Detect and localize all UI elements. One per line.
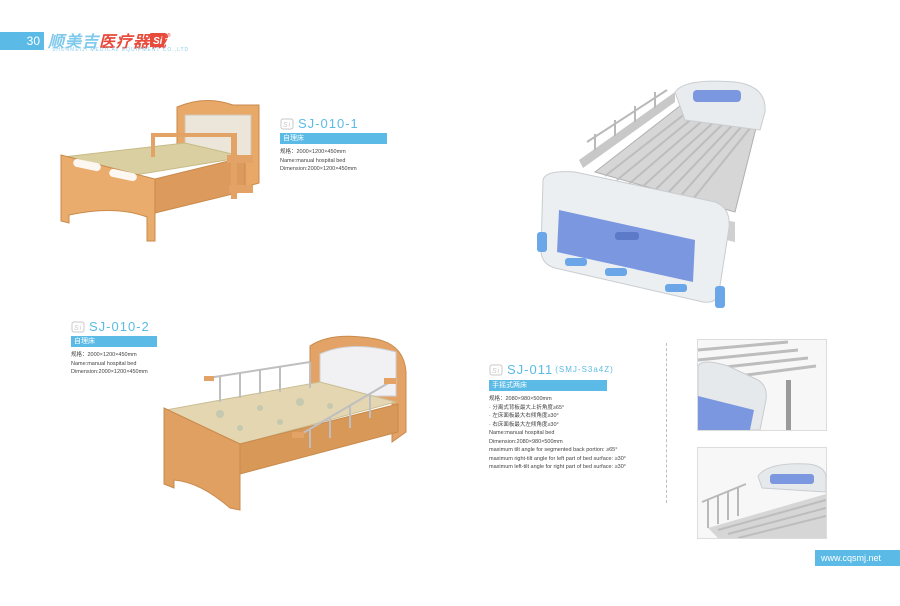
brand-name-primary: 顺美吉 xyxy=(48,34,100,51)
trademark-mark: ® xyxy=(167,32,171,39)
spec-line: Dimension:2000×1200×450mm xyxy=(71,369,148,375)
spec-block-sj-011: 规格：2080×980×500mm · 分离式背板最大上折角度≥65° · 左床… xyxy=(489,395,626,472)
spec-block-sj-010-2: 规格：2000×1200×450mm Name:manual hospital … xyxy=(71,351,148,377)
si-logo-icon: Si xyxy=(71,321,85,332)
svg-text:Si: Si xyxy=(74,325,82,332)
spec-line: Dimension:2000×1200×450mm xyxy=(280,166,357,172)
spec-line: 规格：2080×980×500mm xyxy=(489,396,552,402)
spec-line: 规格：2000×1200×450mm xyxy=(280,149,346,155)
logo-badge xyxy=(150,33,167,47)
spec-line: Name:manual hospital bed xyxy=(280,157,346,164)
spec-line: Name:manual hospital bed xyxy=(489,430,555,436)
product-code-label: SJ-010-1 xyxy=(298,116,359,131)
bed-image-sj-011 xyxy=(537,80,766,308)
product-code-sj-010-1: Si SJ-010-1 xyxy=(280,116,359,131)
product-name-bar: 自理床 xyxy=(71,336,157,347)
logo-text: Si xyxy=(153,36,163,47)
detail-image-tilt xyxy=(697,339,827,431)
bed-image-sj-010-2 xyxy=(163,335,407,511)
spec-line: maximum right-tilt angle for left part o… xyxy=(489,455,626,462)
spec-line: Dimension:2080×980×500mm xyxy=(489,438,563,445)
website-link[interactable]: www.cqsmj.net xyxy=(815,550,900,566)
product-code-label: SJ-010-2 xyxy=(89,319,150,334)
spec-line: · 左床面板最大右倾角度≥30° xyxy=(489,413,559,419)
brand-logo-icon: Si ® xyxy=(150,32,171,47)
svg-text:Si: Si xyxy=(492,368,500,375)
svg-text:Si: Si xyxy=(283,122,291,129)
spec-block-sj-010-1: 规格：2000×1200×450mm Name:manual hospital … xyxy=(280,148,357,174)
spec-line: maximum tilt angle for segmented back po… xyxy=(489,447,618,453)
product-model-suffix: (SMJ-S3a4Z) xyxy=(555,365,614,374)
product-code-label: SJ-011 xyxy=(507,362,554,377)
si-logo-icon: Si xyxy=(489,364,503,375)
page-number: 30 xyxy=(0,32,44,50)
spec-line: · 右床面板最大左倾角度≥30° xyxy=(489,421,559,428)
spec-line: Name:manual hospital bed xyxy=(71,360,137,367)
divider-line xyxy=(666,343,667,503)
bed-image-sj-010-1 xyxy=(60,100,260,242)
product-name-bar: 手摇式两床 xyxy=(489,380,607,391)
product-name-bar: 自理床 xyxy=(280,133,387,144)
si-logo-icon: Si xyxy=(280,118,294,129)
spec-line: 规格：2000×1200×450mm xyxy=(71,352,137,358)
spec-line: · 分离式背板最大上折角度≥65° xyxy=(489,404,565,411)
product-code-sj-011: Si SJ-011 (SMJ-S3a4Z) xyxy=(489,362,614,377)
product-code-sj-010-2: Si SJ-010-2 xyxy=(71,319,150,334)
brand-english: SHUNMEIJI MEDICAL EQUIPMENT CO.,LTD xyxy=(52,47,190,53)
spec-line: maximum left-tilt angle for right part o… xyxy=(489,464,626,470)
detail-image-rail xyxy=(697,447,827,539)
